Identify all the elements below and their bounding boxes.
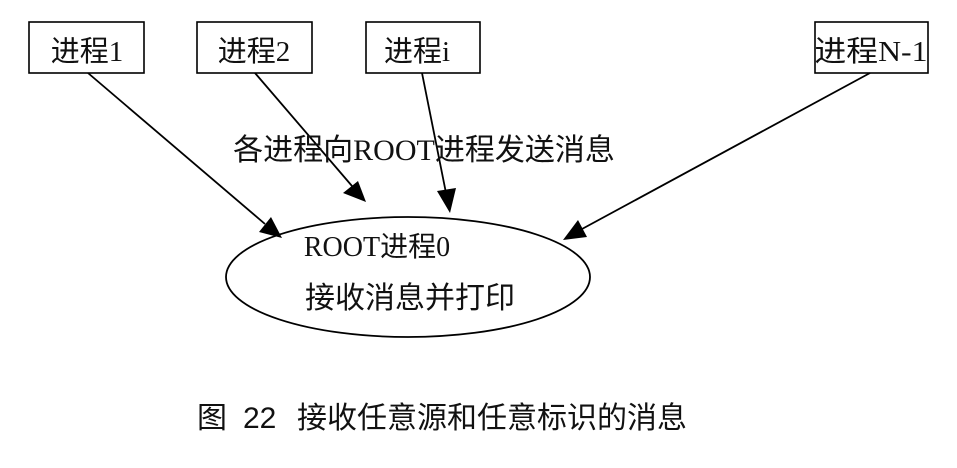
- edge-arrow-1: [87, 72, 266, 225]
- process-label-1: 进程1: [51, 36, 124, 68]
- caption-prefix: 图: [197, 402, 227, 435]
- process-node-2: 进程2: [196, 21, 313, 74]
- caption-number: 22: [243, 402, 276, 435]
- process-node-1: 进程1: [28, 21, 145, 74]
- edge-arrow-2: [254, 72, 353, 187]
- edge-label: 各进程向ROOT进程发送消息: [233, 134, 615, 167]
- arrowhead-icon-2: [343, 181, 366, 202]
- arrowhead-icon-i: [437, 188, 456, 213]
- root-node: ROOT进程0 接收消息并打印: [225, 216, 591, 338]
- arrowhead-icon-n-1: [563, 220, 587, 240]
- process-node-n-1: 进程N-1: [814, 21, 929, 74]
- process-label-i: 进程i: [384, 36, 450, 68]
- process-node-i: 进程i: [365, 21, 481, 74]
- process-label-2: 进程2: [218, 36, 291, 68]
- process-label-n-1: 进程N-1: [815, 36, 928, 68]
- arrowhead-icon-1: [259, 217, 282, 238]
- edge-arrow-i: [421, 72, 447, 194]
- edge-arrow-n-1: [581, 72, 871, 230]
- caption-text: 接收任意源和任意标识的消息: [297, 402, 687, 435]
- figure-caption: 图 22 接收任意源和任意标识的消息: [197, 402, 687, 435]
- root-label-title: ROOT进程0: [304, 232, 450, 263]
- root-label-action: 接收消息并打印: [305, 282, 515, 315]
